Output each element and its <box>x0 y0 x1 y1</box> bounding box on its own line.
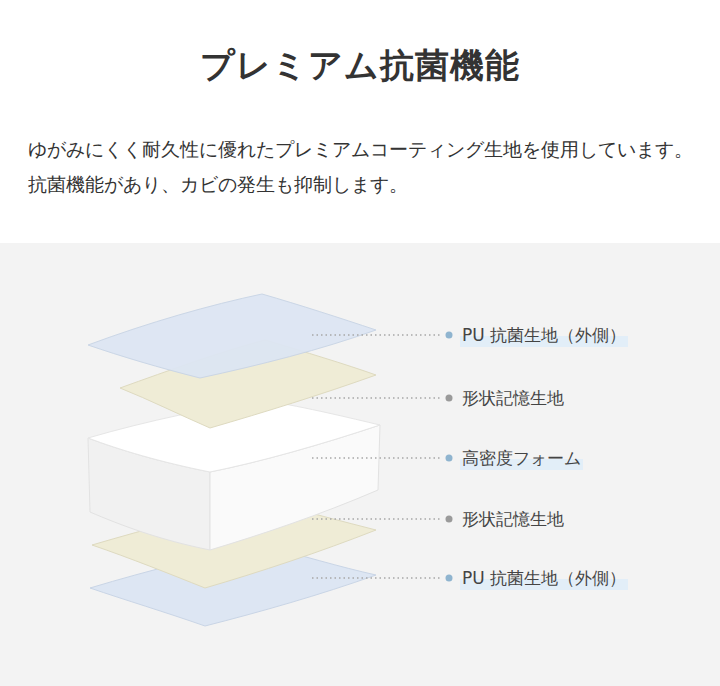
leader-line <box>312 577 441 579</box>
leader-line <box>312 518 441 520</box>
leader-dot <box>446 395 453 402</box>
leader-line <box>312 397 441 399</box>
leader-dot <box>446 455 453 462</box>
leader-line <box>312 334 441 336</box>
layer-label: 形状記憶生地 <box>460 507 566 531</box>
leader-dot <box>446 575 453 582</box>
leader-dot <box>446 516 453 523</box>
layer-label: PU 抗菌生地（外側） <box>460 566 628 590</box>
pu-sheet <box>88 294 376 378</box>
page-title: プレミアム抗菌機能 <box>0 40 720 90</box>
layer-label: PU 抗菌生地（外側） <box>460 323 628 347</box>
layer-label: 形状記憶生地 <box>460 386 566 410</box>
leader-dot <box>446 332 453 339</box>
leader-line <box>312 457 441 459</box>
layer-label: 高密度フォーム <box>460 446 583 470</box>
grey-panel <box>0 243 720 686</box>
body-text: ゆがみにくく耐久性に優れたプレミアムコーティング生地を使用しています。抗菌機能が… <box>28 132 696 202</box>
